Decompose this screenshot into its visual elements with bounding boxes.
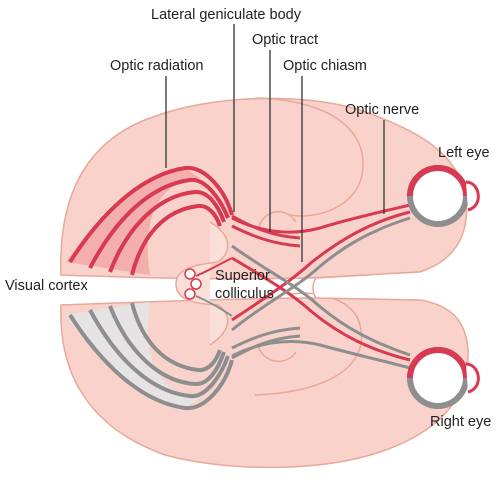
label-optic-radiation: Optic radiation <box>110 58 204 74</box>
left-eye-icon <box>410 168 478 224</box>
label-optic-chiasm: Optic chiasm <box>283 58 367 74</box>
label-visual-cortex: Visual cortex <box>5 278 88 294</box>
label-superior-colliculus-line2: colliculus <box>215 286 274 302</box>
label-optic-nerve: Optic nerve <box>345 102 419 118</box>
label-left-eye: Left eye <box>438 145 490 161</box>
label-optic-tract: Optic tract <box>252 32 318 48</box>
label-superior-colliculus-line1: Superior <box>215 268 270 284</box>
label-lateral-geniculate-body: Lateral geniculate body <box>151 7 302 23</box>
label-right-eye: Right eye <box>430 414 491 430</box>
